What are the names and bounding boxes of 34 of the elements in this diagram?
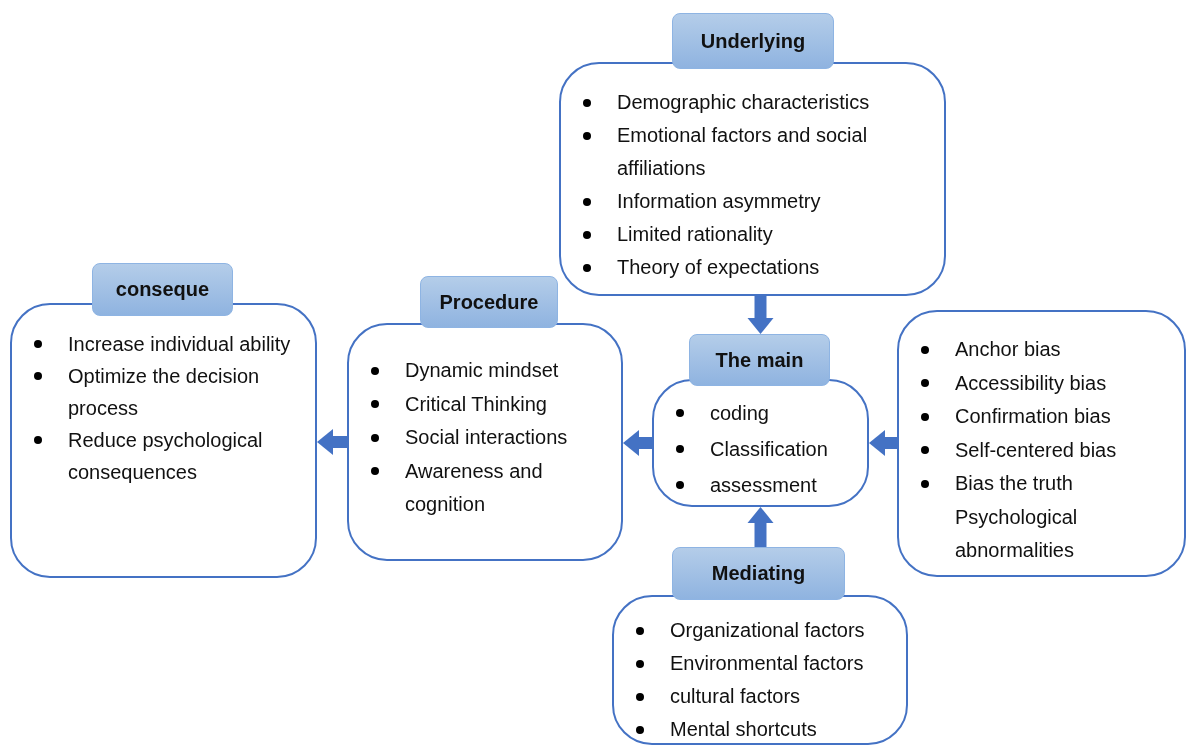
heading-tab: Procedure — [420, 276, 558, 328]
bullet-item: Critical Thinking — [349, 387, 607, 421]
heading-tab: Underlying — [672, 13, 834, 69]
bullet-item: Environmental factors — [614, 647, 892, 680]
bullet-item: Information asymmetry — [561, 185, 930, 218]
bullet-item: Accessibility bias — [899, 366, 1170, 400]
bullet-item: Anchor bias — [899, 333, 1170, 367]
block-arrow — [317, 429, 347, 455]
bullet-item: Self-centered bias — [899, 433, 1170, 467]
bullet-item: coding — [654, 395, 853, 431]
bullet-item: Confirmation bias — [899, 400, 1170, 434]
bullet-item: Theory of expectations — [561, 251, 930, 284]
bullet-item: Reduce psychological consequences — [12, 424, 301, 488]
bullet-item: assessment — [654, 467, 853, 503]
bullet-item: Emotional factors and social affiliations — [561, 119, 930, 185]
bullet-item: Limited rationality — [561, 218, 930, 251]
bullet-item: Organizational factors — [614, 614, 892, 647]
bullet-item: Dynamic mindset — [349, 354, 607, 388]
bullet-item: Optimize the decision process — [12, 360, 301, 424]
block-arrow — [747, 296, 774, 334]
bullet-item: cultural factors — [614, 680, 892, 713]
bullet-item: Social interactions — [349, 421, 607, 455]
heading-tab: conseque — [92, 263, 233, 316]
block-arrow — [869, 430, 897, 456]
bullet-item: Bias the truth Psychological abnormalities — [899, 467, 1170, 568]
block-arrow — [623, 430, 652, 456]
heading-tab: The main — [689, 334, 830, 386]
heading-tab: Mediating — [672, 547, 845, 600]
bullet-item: Demographic characteristics — [561, 86, 930, 119]
bullet-item: Awareness and cognition — [349, 454, 607, 522]
bullet-item: Mental shortcuts — [614, 713, 892, 746]
bullet-item: Increase individual ability — [12, 328, 301, 360]
bullet-item: Classification — [654, 431, 853, 467]
block-arrow — [747, 507, 774, 547]
